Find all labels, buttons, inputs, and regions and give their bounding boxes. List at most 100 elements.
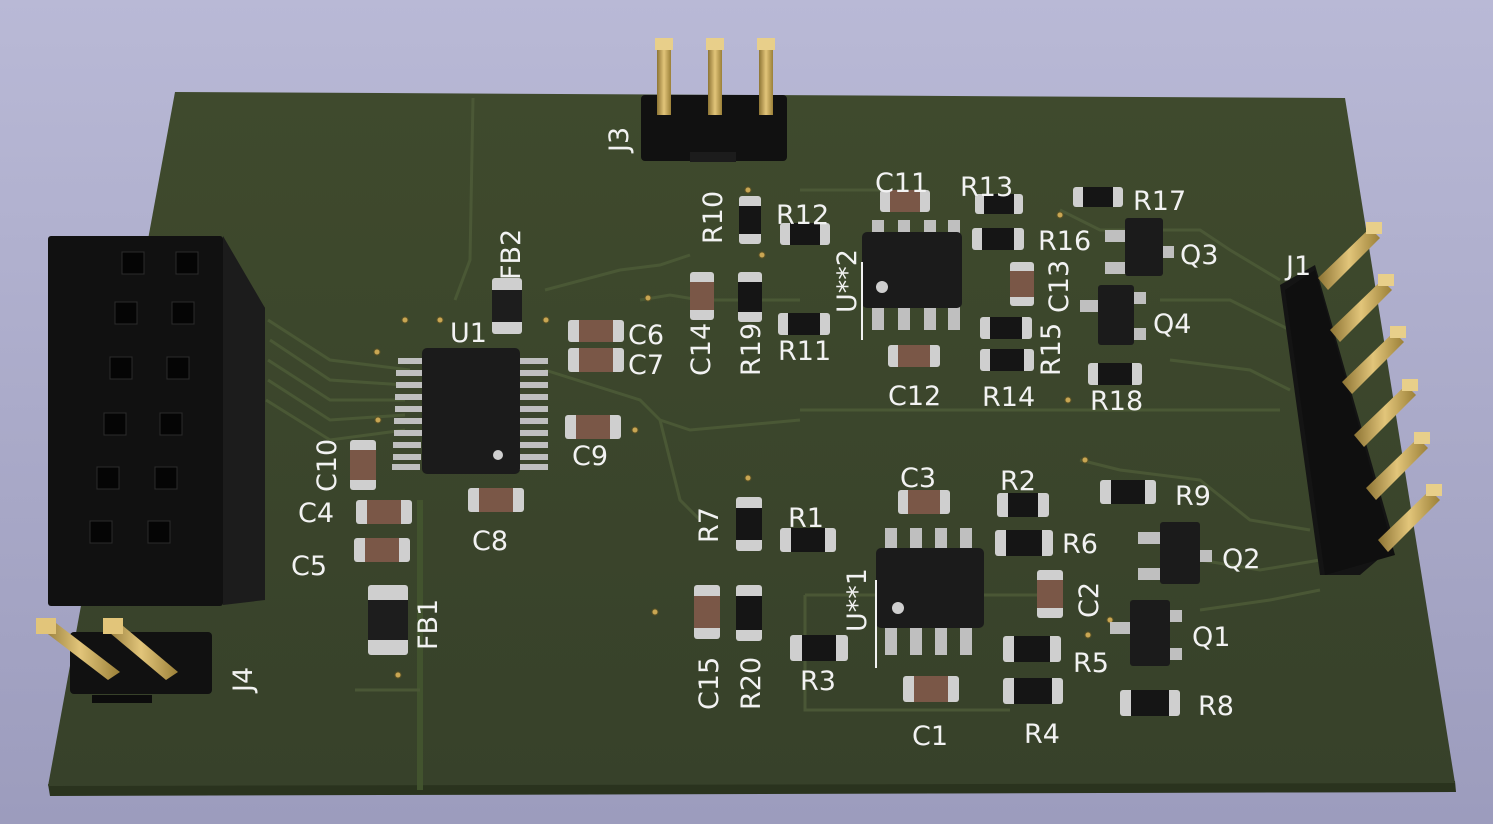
- label-r20: R20: [736, 657, 767, 710]
- r3-resistor: [790, 635, 848, 661]
- label-q1: Q1: [1192, 622, 1230, 653]
- label-c8: C8: [472, 526, 508, 557]
- copper-traces: [265, 97, 1321, 790]
- label-c5: C5: [291, 551, 327, 582]
- r6-resistor: [995, 530, 1053, 556]
- label-r19: R19: [736, 323, 767, 376]
- r20-resistor: [736, 585, 762, 641]
- c1-capacitor: [903, 676, 959, 702]
- label-r14: R14: [982, 382, 1035, 413]
- r13-resistor: [975, 194, 1023, 214]
- r1-resistor: [780, 528, 836, 552]
- label-u2: U**2: [832, 249, 863, 313]
- j4-box-header-10pin: [48, 236, 265, 606]
- r14-resistor: [980, 349, 1034, 371]
- q2-transistor: [1138, 522, 1212, 584]
- label-r4: R4: [1024, 719, 1060, 750]
- u1-ssop-ic: [392, 348, 548, 474]
- r11-resistor: [778, 313, 830, 335]
- label-r10: R10: [698, 191, 729, 244]
- label-c11: C11: [875, 168, 928, 199]
- label-r2: R2: [1000, 466, 1036, 497]
- fb1-ferrite-bead: [368, 585, 408, 655]
- label-r9: R9: [1175, 481, 1211, 512]
- label-j1: J1: [1284, 251, 1311, 282]
- r4-resistor: [1003, 678, 1063, 704]
- c15-capacitor: [694, 585, 720, 639]
- r5-resistor: [1003, 636, 1061, 662]
- label-u1: U1: [450, 318, 487, 349]
- j4-pin-header-2pin: [36, 618, 212, 703]
- label-c12: C12: [888, 381, 941, 412]
- r15-resistor: [980, 317, 1032, 339]
- r12-resistor: [780, 223, 830, 245]
- vias: [373, 186, 1114, 679]
- c2-capacitor: [1037, 570, 1063, 618]
- silkscreen-labels: J3 J4 J1 U1 U**2 U**1 FB2 FB1 C1 C2 C3 C…: [228, 127, 1311, 752]
- r16-resistor: [972, 228, 1024, 250]
- label-r5: R5: [1073, 648, 1109, 679]
- j3-pin-header-3pin: [641, 38, 787, 162]
- c3-capacitor: [898, 490, 950, 514]
- r7-resistor: [736, 497, 762, 551]
- c13-capacitor: [1010, 262, 1034, 306]
- label-c1: C1: [912, 721, 948, 752]
- r8-resistor: [1120, 690, 1180, 716]
- label-r6: R6: [1062, 529, 1098, 560]
- label-r8: R8: [1198, 691, 1234, 722]
- u3-soic8-ic: [875, 528, 984, 668]
- r9-resistor: [1100, 480, 1156, 504]
- label-r16: R16: [1038, 226, 1091, 257]
- ferrite-beads: [368, 278, 522, 655]
- c6-capacitor: [568, 320, 624, 342]
- label-r11: R11: [778, 336, 831, 367]
- label-c4: C4: [298, 498, 334, 529]
- label-q4: Q4: [1153, 309, 1191, 340]
- label-r1: R1: [788, 503, 824, 534]
- j1-pin-header-6pin: [1280, 222, 1442, 575]
- q4-transistor: [1080, 285, 1146, 345]
- label-c10: C10: [312, 439, 343, 492]
- fb2-ferrite-bead: [492, 278, 522, 334]
- label-fb2: FB2: [496, 229, 527, 280]
- label-r3: R3: [800, 666, 836, 697]
- c8-capacitor: [468, 488, 524, 512]
- c11-capacitor: [880, 190, 930, 212]
- label-r7: R7: [694, 507, 725, 543]
- label-q3: Q3: [1180, 240, 1218, 271]
- transistors: [1080, 218, 1212, 666]
- capacitors: [350, 190, 1063, 702]
- label-r13: R13: [960, 172, 1013, 203]
- label-c2: C2: [1074, 582, 1105, 618]
- c5-capacitor: [354, 538, 410, 562]
- r18-resistor: [1088, 363, 1142, 385]
- r17-resistor: [1073, 187, 1123, 207]
- c12-capacitor: [888, 345, 940, 367]
- r2-resistor: [997, 493, 1049, 517]
- label-r12: R12: [776, 200, 829, 231]
- label-c9: C9: [572, 441, 608, 472]
- label-j4: J4: [228, 667, 259, 694]
- label-c7: C7: [628, 350, 664, 381]
- label-j3: J3: [604, 127, 635, 154]
- label-r18: R18: [1090, 386, 1143, 417]
- c14-capacitor: [690, 272, 714, 320]
- label-c3: C3: [900, 463, 936, 494]
- r10-resistor: [739, 196, 761, 244]
- q3-transistor: [1105, 218, 1174, 276]
- resistors: [736, 187, 1180, 716]
- label-c15: C15: [694, 657, 725, 710]
- q1-transistor: [1110, 600, 1182, 666]
- c4-capacitor: [356, 500, 412, 524]
- label-r17: R17: [1133, 186, 1186, 217]
- r19-resistor: [738, 272, 762, 322]
- label-r15: R15: [1036, 323, 1067, 376]
- c10-capacitor: [350, 440, 376, 490]
- label-c6: C6: [628, 320, 664, 351]
- label-fb1: FB1: [413, 599, 444, 650]
- c7-capacitor: [568, 348, 624, 372]
- label-c13: C13: [1044, 260, 1075, 313]
- c9-capacitor: [565, 415, 621, 439]
- label-q2: Q2: [1222, 544, 1260, 575]
